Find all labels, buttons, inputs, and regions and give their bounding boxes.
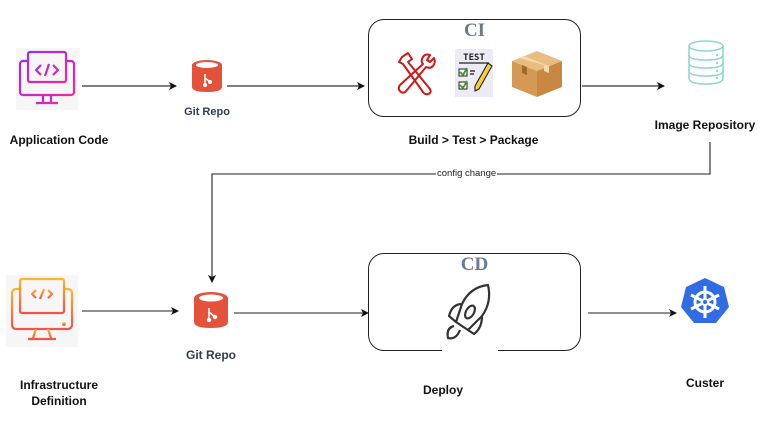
test-checklist-icon: TEST: [455, 49, 493, 97]
infra-def-label: Infrastructure Definition: [0, 377, 118, 409]
infra-def-label-line2: Definition: [31, 394, 87, 408]
rocket-icon: [442, 282, 498, 352]
image-repo-label: Image Repository: [654, 118, 756, 132]
ci-caption: Build > Test > Package: [408, 133, 539, 147]
cd-title: CD: [460, 254, 489, 275]
infra-def-label-line1: Infrastructure: [19, 378, 99, 392]
package-box-icon: [510, 49, 564, 99]
git-repo-icon[interactable]: [190, 58, 224, 94]
infra-monitor-icon: [6, 275, 78, 347]
git-repo-icon[interactable]: [192, 290, 230, 330]
cd-caption: Deploy: [422, 383, 463, 397]
svg-text:TEST: TEST: [463, 53, 485, 63]
ci-title: CI: [463, 20, 486, 41]
database-icon[interactable]: [686, 38, 726, 86]
git-repo-bottom-label: Git Repo: [186, 348, 236, 362]
code-monitor-icon: [16, 48, 78, 110]
cluster-label: Custer: [685, 376, 724, 390]
config-change-label: config change: [436, 168, 498, 179]
app-code-label: Application Code: [9, 133, 109, 147]
git-repo-top-label: Git Repo: [184, 106, 230, 118]
tools-icon: [394, 49, 438, 97]
kubernetes-icon[interactable]: [680, 276, 730, 326]
